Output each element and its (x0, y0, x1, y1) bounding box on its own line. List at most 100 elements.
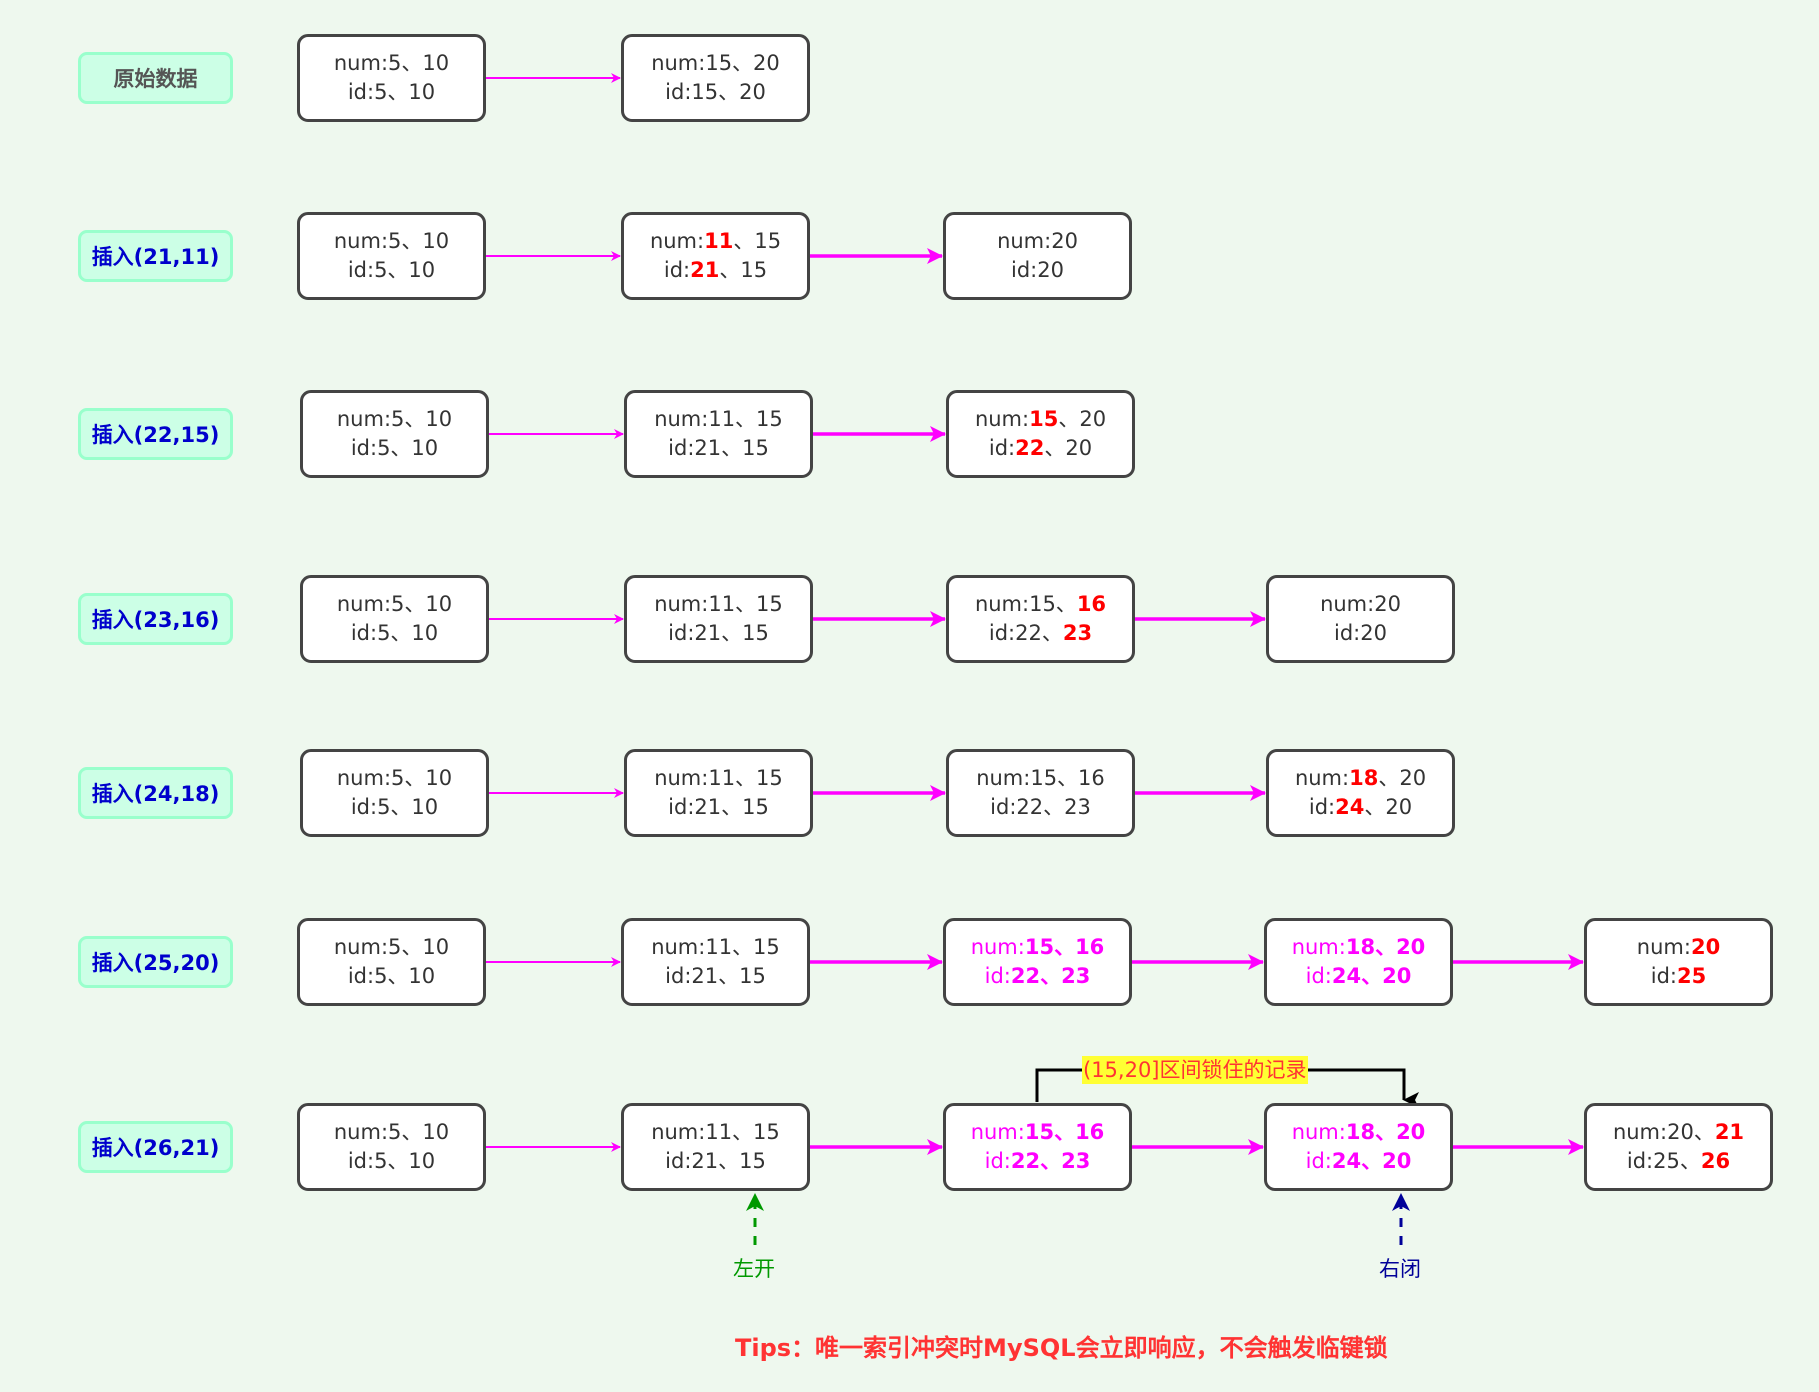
value-text: id:5、10 (347, 258, 436, 282)
value-text: id: (1308, 795, 1336, 819)
value-text: num: (970, 935, 1025, 959)
row-label: 插入(22,15) (78, 408, 233, 460)
row-label: 原始数据 (78, 52, 233, 104)
id-values: id:21、15 (668, 619, 769, 648)
num-values: num:18、20 (1292, 933, 1426, 962)
id-values: id:15、20 (665, 78, 766, 107)
value-text: 、20 (1044, 436, 1093, 460)
value-text: num:11、15 (651, 935, 780, 959)
value-text: num:5、10 (333, 229, 450, 253)
id-values: id:21、15 (668, 434, 769, 463)
value-text: id: (1305, 1149, 1332, 1173)
highlighted-value: 18 (1349, 766, 1379, 790)
id-values: id:22、23 (989, 619, 1092, 648)
record-node: num:11、15 id:21、15 (624, 390, 813, 478)
highlighted-value: 11 (704, 229, 734, 253)
id-values: id:5、10 (348, 1147, 435, 1176)
id-values: id:25 (1651, 962, 1706, 991)
id-values: id:24、20 (1306, 962, 1412, 991)
num-values: num:15、16 (976, 764, 1105, 793)
highlighted-value: 18、20 (1345, 935, 1426, 959)
num-values: num:15、16 (971, 1118, 1105, 1147)
num-values: num:11、15 (654, 764, 783, 793)
value-text: id:21、15 (668, 621, 769, 645)
value-text: 、15 (719, 258, 768, 282)
num-values: num:11、15 (650, 227, 781, 256)
id-values: id:24、20 (1309, 793, 1412, 822)
record-node: num:11、15 id:21、15 (621, 1103, 810, 1191)
num-values: num:20 (997, 227, 1078, 256)
value-text: num:15、16 (976, 766, 1105, 790)
value-text: num:11、15 (654, 766, 783, 790)
highlighted-value: 20 (1690, 935, 1721, 959)
num-values: num:18、20 (1292, 1118, 1426, 1147)
id-values: id:21、15 (668, 793, 769, 822)
id-values: id:24、20 (1306, 1147, 1412, 1176)
num-values: num:11、15 (654, 590, 783, 619)
id-values: id:21、15 (665, 1147, 766, 1176)
value-text: num:11、15 (651, 1120, 780, 1144)
id-values: id:22、23 (990, 793, 1091, 822)
value-text: num:5、10 (333, 935, 450, 959)
record-node: num:11、15 id:21、15 (621, 918, 810, 1006)
value-text: 、20 (1058, 407, 1107, 431)
record-node: num:5、10 id:5、10 (297, 212, 486, 300)
num-values: num:20 (1637, 933, 1720, 962)
value-text: num:5、10 (336, 592, 453, 616)
record-node: num:5、10 id:5、10 (297, 918, 486, 1006)
value-text: id:21、15 (665, 964, 766, 988)
value-text: num:20、 (1612, 1120, 1715, 1144)
highlighted-value: 25 (1677, 964, 1707, 988)
value-text: num:20 (997, 229, 1078, 253)
highlighted-value: 18、20 (1345, 1120, 1426, 1144)
value-text: id:20 (1334, 621, 1387, 645)
value-text: num: (974, 407, 1030, 431)
value-text: id: (1305, 964, 1332, 988)
value-text: num:20 (1320, 592, 1401, 616)
value-text: id:5、10 (347, 80, 436, 104)
id-values: id:5、10 (348, 256, 435, 285)
id-values: id:5、10 (351, 619, 438, 648)
value-text: id:15、20 (665, 80, 766, 104)
id-values: id:22、23 (985, 1147, 1091, 1176)
value-text: num:5、10 (336, 766, 453, 790)
record-node: num:20 id:20 (1266, 575, 1455, 663)
value-text: 、20 (1364, 795, 1413, 819)
right-closed-label: 右闭 (1379, 1257, 1421, 1281)
value-text: num:11、15 (654, 407, 783, 431)
value-text: id: (988, 436, 1016, 460)
highlighted-value: 24 (1335, 795, 1365, 819)
highlighted-value: 15、16 (1024, 935, 1105, 959)
id-values: id:22、23 (985, 962, 1091, 991)
num-values: num:15、16 (971, 933, 1105, 962)
value-text: id:21、15 (668, 795, 769, 819)
value-text: num:5、10 (336, 407, 453, 431)
highlighted-value: 24、20 (1331, 1149, 1412, 1173)
record-node: num:5、10 id:5、10 (300, 575, 489, 663)
id-values: id:5、10 (348, 78, 435, 107)
record-node: num:15、16 id:22、23 (946, 749, 1135, 837)
value-text: id:21、15 (668, 436, 769, 460)
value-text: id:5、10 (347, 964, 436, 988)
value-text: id: (663, 258, 691, 282)
num-values: num:20、21 (1613, 1118, 1744, 1147)
value-text: num:15、 (974, 592, 1077, 616)
num-values: num:15、20 (975, 405, 1106, 434)
value-text: id: (984, 964, 1011, 988)
id-values: id:21、15 (664, 256, 767, 285)
id-values: id:22、20 (989, 434, 1092, 463)
value-text: num: (970, 1120, 1025, 1144)
num-values: num:5、10 (337, 590, 452, 619)
value-text: num: (1291, 935, 1346, 959)
highlighted-value: 21 (690, 258, 720, 282)
num-values: num:20 (1320, 590, 1401, 619)
